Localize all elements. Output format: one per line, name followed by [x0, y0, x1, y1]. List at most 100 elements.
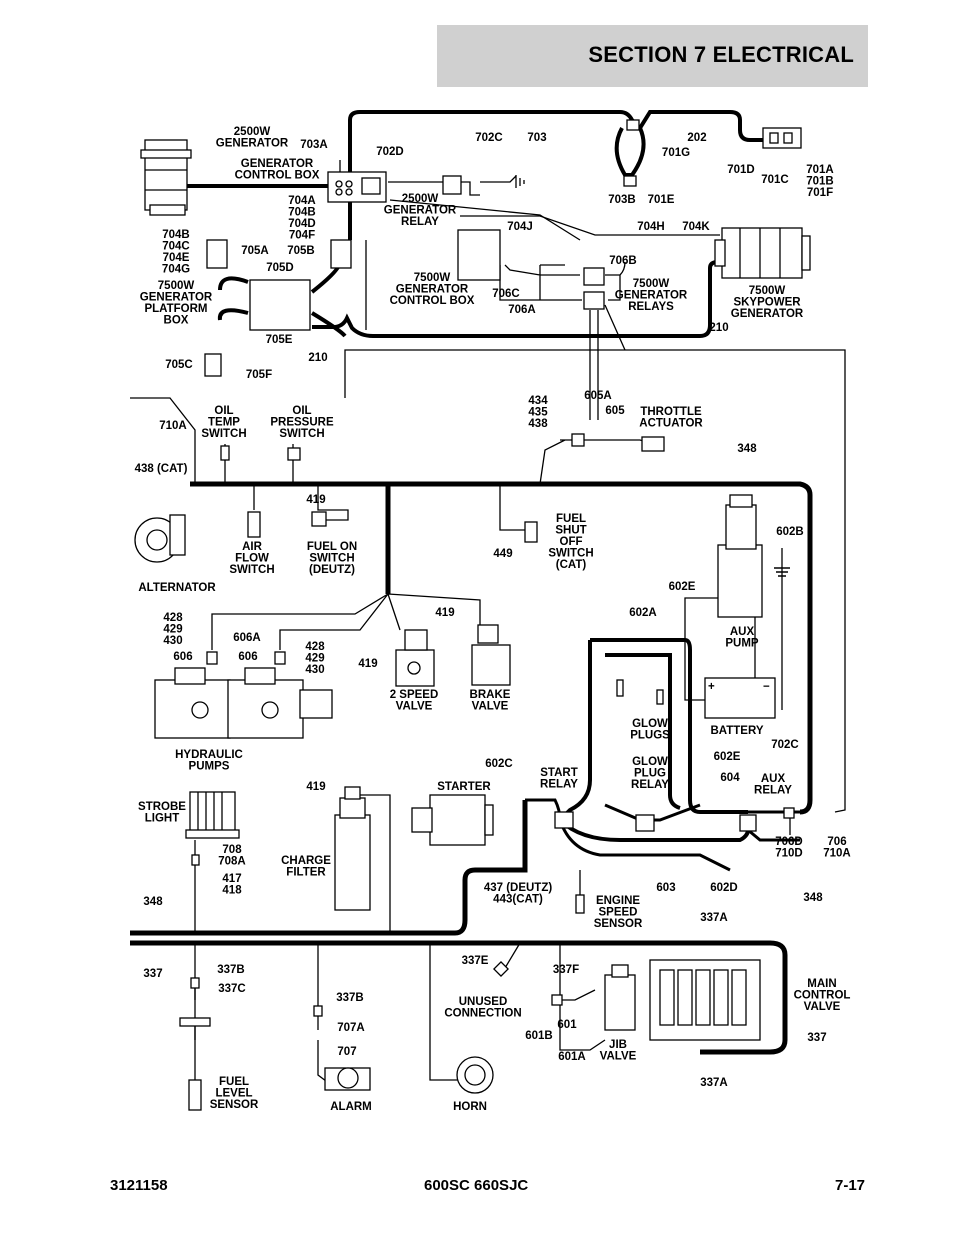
label-line: 604 [720, 772, 740, 784]
label-l21: 704H [637, 221, 665, 233]
label-l83: 348 [803, 892, 823, 904]
label-line: SPEED [599, 907, 638, 919]
label-line: 704F [289, 230, 315, 242]
label-l48: 449 [493, 548, 512, 560]
label-line: 337F [553, 964, 579, 976]
label-l91: 337E [462, 955, 489, 967]
label-line: 704A [288, 195, 316, 207]
label-line: PUMP [725, 638, 759, 650]
label-line: 706C [492, 288, 520, 300]
label-line: 704J [507, 221, 533, 233]
harness-generator-loop [614, 127, 646, 177]
harness-lower [130, 800, 528, 936]
label-l35: 710A [159, 420, 187, 432]
label-line: BRAKE [470, 689, 511, 701]
label-l22: 704K [682, 221, 710, 233]
label-l106: 337A [700, 1077, 728, 1089]
label-l32: 210 [709, 322, 728, 334]
label-line: PLATFORM [144, 303, 207, 315]
label-line: 438 [528, 418, 548, 430]
label-line: ALTERNATOR [138, 582, 216, 594]
label-line: 429 [305, 653, 324, 665]
fuel-on-switch-icon [311, 511, 327, 527]
label-line: GENERATOR [216, 138, 289, 150]
label-line: UNUSED [459, 996, 508, 1008]
label-line: 704C [162, 241, 190, 253]
wire-605 [539, 439, 651, 485]
label-l97: 601B [525, 1030, 553, 1042]
label-line: 704B [162, 229, 190, 241]
label-l63: BATTERY [710, 725, 763, 737]
label-l98: 707A [337, 1022, 365, 1034]
label-line: 606A [233, 632, 261, 644]
label-l82: 602D [710, 882, 738, 894]
label-line: 2 SPEED [390, 689, 439, 701]
charge-filter-icon [334, 786, 371, 911]
label-line: 705D [266, 262, 294, 274]
connector-708-icon [191, 854, 200, 866]
label-l6: 703 [527, 132, 546, 144]
label-l44: 419 [306, 494, 325, 506]
label-line: 337B [217, 964, 245, 976]
wire-hyd-1 [211, 593, 389, 650]
label-l88: 337 [143, 968, 162, 980]
wire-fuel-shut [499, 484, 525, 531]
connector-701g-icon [626, 119, 640, 131]
label-line: ACTUATOR [639, 418, 703, 430]
label-line: 210 [709, 322, 728, 334]
label-line: 2500W [402, 193, 439, 205]
label-line: GENERATOR [384, 205, 457, 217]
label-line: BOX [164, 315, 189, 327]
label-line: 701G [662, 147, 690, 159]
label-line: THROTTLE [640, 406, 702, 418]
label-line: AUX [730, 626, 755, 638]
label-l7: 202 [687, 132, 706, 144]
label-l12: 703B [608, 194, 636, 206]
label-line: 601 [557, 1019, 577, 1031]
footer-model: 600SC 660SJC [424, 1177, 529, 1194]
starter-icon [411, 794, 494, 846]
label-line: 337 [143, 968, 162, 980]
label-line: 708A [218, 856, 246, 868]
label-line: 602E [714, 751, 741, 763]
label-line: 7500W [414, 272, 451, 284]
label-line: 602C [485, 758, 513, 770]
wire-fuel-on [317, 484, 349, 521]
label-line: 602E [669, 581, 696, 593]
wire-601 [559, 1000, 606, 1051]
label-line: 348 [803, 892, 823, 904]
svg-text:+: + [708, 681, 715, 693]
label-line: RELAY [540, 779, 578, 791]
label-line: 706D [775, 836, 803, 848]
strobe-light-icon [185, 791, 240, 839]
connector-605a-icon [571, 433, 585, 447]
label-line: SWITCH [279, 428, 324, 440]
generator-control-box-icon [327, 171, 387, 203]
label-line: 443(CAT) [493, 894, 543, 906]
harness-start [590, 638, 748, 814]
label-line: 429 [163, 624, 182, 636]
label-line: SWITCH [201, 428, 246, 440]
label-line: SWITCH [229, 564, 274, 576]
label-line: 337C [218, 983, 246, 995]
label-l19: 705B [287, 245, 315, 257]
label-line: 705B [287, 245, 315, 257]
label-l34: 705F [246, 369, 272, 381]
battery-icon: + − [704, 677, 776, 719]
control-box-7500w-icon [457, 229, 501, 281]
label-line: FUEL [219, 1076, 249, 1088]
hydraulic-pumps-icon [154, 667, 333, 739]
label-line: AIR [242, 541, 263, 553]
label-l87: 337A [700, 912, 728, 924]
label-line: 337 [807, 1032, 826, 1044]
label-line: ALARM [330, 1101, 372, 1113]
